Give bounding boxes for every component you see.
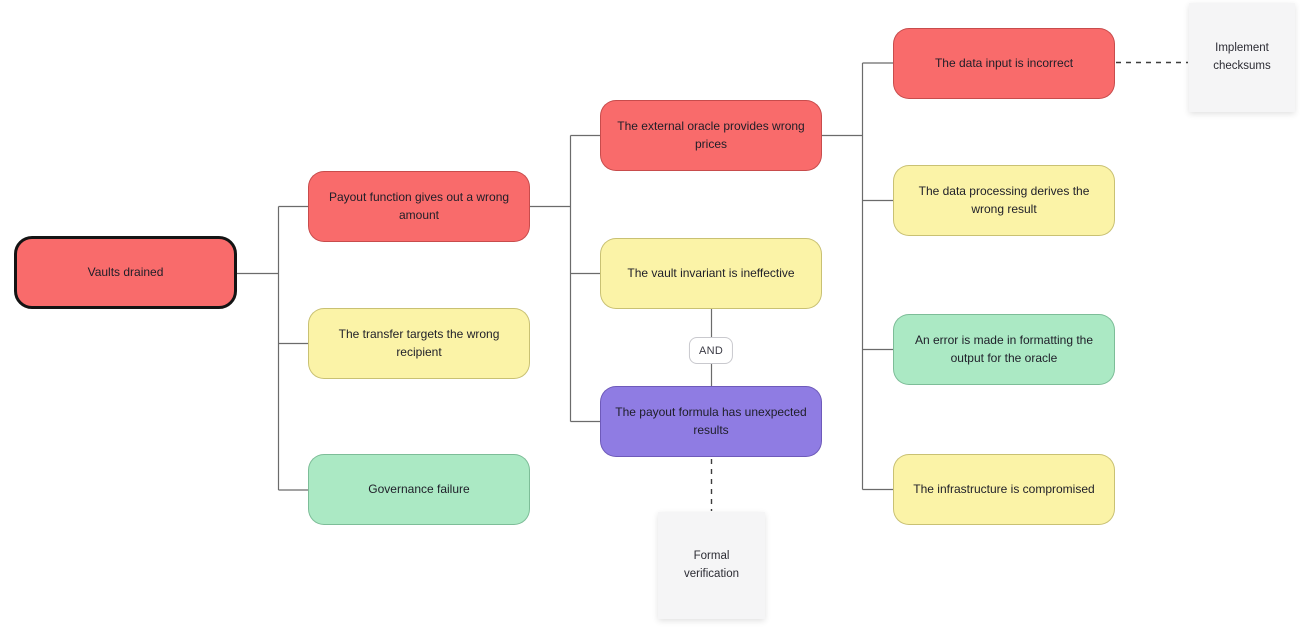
sticky-note-implement-checksums[interactable]: Implement checksums	[1189, 3, 1295, 112]
node-label: The vault invariant is ineffective	[627, 265, 795, 280]
note-label: Implement checksums	[1213, 41, 1271, 72]
node-data-processing-wrong-result[interactable]: The data processing derives the wrong re…	[893, 165, 1115, 236]
node-label: The data input is incorrect	[934, 55, 1074, 70]
and-gate[interactable]: AND	[688, 337, 734, 364]
node-vaults-drained[interactable]: Vaults drained	[14, 236, 237, 309]
and-gate-label: AND	[698, 344, 724, 357]
note-label: Formal verification	[684, 549, 739, 580]
node-payout-function-wrong-amount[interactable]: Payout function gives out a wrong amount	[308, 171, 530, 242]
node-external-oracle-wrong-prices[interactable]: The external oracle provides wrong price…	[600, 100, 822, 171]
node-label: Payout function gives out a wrong amount	[328, 190, 510, 222]
connector-root-children	[237, 205, 308, 491]
connector-payout-children	[530, 134, 600, 423]
node-label: Vaults drained	[87, 264, 164, 279]
connector-oracle-children	[822, 62, 893, 491]
node-label: Governance failure	[368, 481, 470, 496]
node-label: An error is made in formatting the outpu…	[914, 333, 1094, 365]
node-label: The transfer targets the wrong recipient	[338, 327, 500, 359]
node-data-input-incorrect[interactable]: The data input is incorrect	[893, 28, 1115, 99]
node-label: The external oracle provides wrong price…	[617, 119, 805, 151]
node-transfer-wrong-recipient[interactable]: The transfer targets the wrong recipient	[308, 308, 530, 379]
sticky-note-formal-verification[interactable]: Formal verification	[658, 512, 765, 619]
node-vault-invariant-ineffective[interactable]: The vault invariant is ineffective	[600, 238, 822, 309]
node-payout-formula-unexpected[interactable]: The payout formula has unexpected result…	[600, 386, 822, 457]
node-label: The data processing derives the wrong re…	[918, 184, 1090, 216]
node-formatting-output-error[interactable]: An error is made in formatting the outpu…	[893, 314, 1115, 385]
node-infrastructure-compromised[interactable]: The infrastructure is compromised	[893, 454, 1115, 525]
node-label: The payout formula has unexpected result…	[615, 405, 807, 437]
node-label: The infrastructure is compromised	[913, 481, 1095, 496]
node-governance-failure[interactable]: Governance failure	[308, 454, 530, 525]
